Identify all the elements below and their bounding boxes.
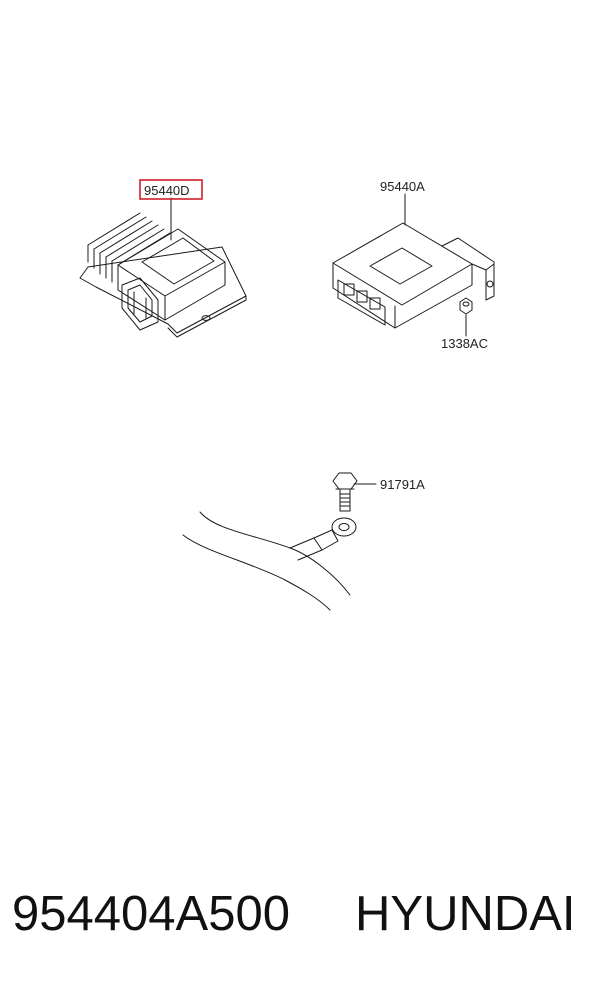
callout-1338ac: 1338AC <box>441 336 488 351</box>
nut-icon <box>459 297 473 315</box>
callout-91791a: 91791A <box>380 477 425 492</box>
brand-caption: HYUNDAI <box>355 887 576 941</box>
callout-95440d: 95440D <box>144 183 190 198</box>
callout-95440a: 95440A <box>380 179 425 194</box>
ecu-module-icon <box>79 212 247 338</box>
control-unit-icon <box>332 222 495 329</box>
bolt-icon <box>332 472 358 512</box>
ground-cable-icon <box>182 511 357 611</box>
part-number-caption: 954404A500 <box>12 887 290 941</box>
highlight-box <box>139 179 203 200</box>
